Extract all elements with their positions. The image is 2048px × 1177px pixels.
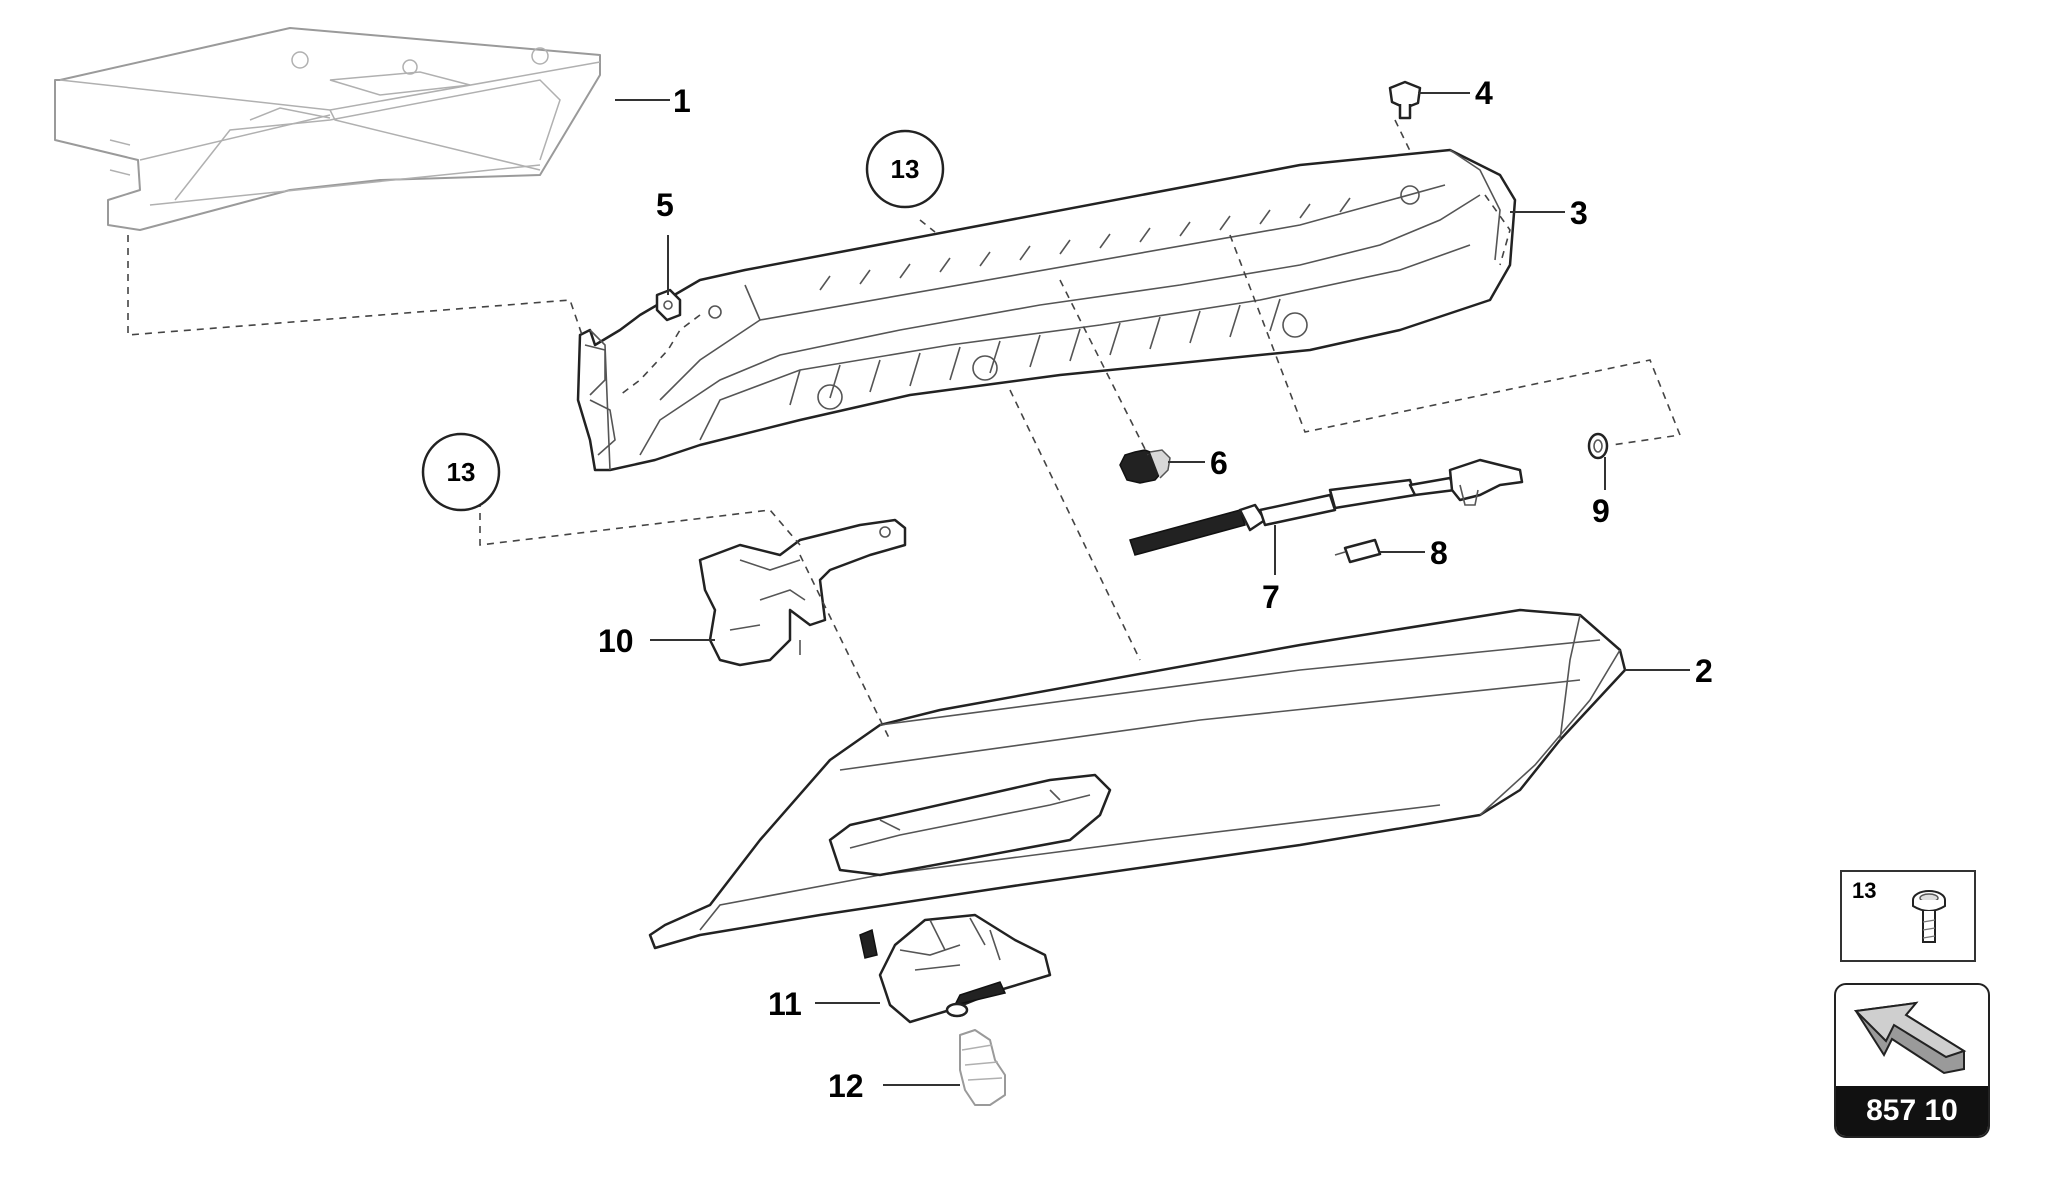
- part-3-frame: [576, 148, 1517, 472]
- part-9-washer: [1587, 432, 1609, 460]
- legend-item-13: 13: [1840, 870, 1976, 962]
- legend-number: 13: [1852, 878, 1877, 903]
- part-10-bracket: [698, 518, 907, 667]
- callout-7: 7: [1262, 579, 1280, 615]
- callout-9: 9: [1592, 493, 1610, 529]
- part-5-clip: [655, 288, 682, 322]
- reference-box: 857 10: [1834, 983, 1990, 1138]
- arrow-icon: [1853, 1001, 1967, 1075]
- callout-8: 8: [1430, 535, 1448, 571]
- callout-5: 5: [656, 187, 674, 223]
- callout-2: 2: [1695, 653, 1713, 689]
- circle-ref-label: 13: [447, 457, 476, 487]
- part-2-lid: [648, 608, 1627, 950]
- callout-1: 1: [673, 83, 691, 119]
- reference-label: 857 10: [1836, 1086, 1988, 1136]
- circle-ref-13-left: 13: [421, 432, 501, 512]
- callout-12: 12: [828, 1068, 864, 1104]
- callout-3: 3: [1570, 195, 1588, 231]
- part-12-lock-cylinder: [959, 1029, 1006, 1106]
- callout-10: 10: [598, 623, 634, 659]
- leader-lines: [615, 92, 1690, 1086]
- screw-icon: [1912, 890, 1946, 943]
- part-6-gear: [1119, 449, 1171, 484]
- part-8-pin: [1334, 538, 1382, 564]
- callout-11: 11: [768, 986, 802, 1022]
- callout-4: 4: [1475, 75, 1493, 111]
- part-1-housing: [54, 27, 601, 231]
- part-4-screw: [1388, 80, 1422, 120]
- callout-6: 6: [1210, 445, 1228, 481]
- assembly-lines: [127, 119, 1682, 741]
- circle-ref-13-top: 13: [865, 129, 945, 209]
- callout-numbers: 1 2 3 4 5 6 7 8 9 10 11 12: [598, 75, 1713, 1104]
- circle-ref-label: 13: [891, 154, 920, 184]
- part-7-damper: [1129, 458, 1524, 556]
- part-11-latch: [859, 913, 1052, 1024]
